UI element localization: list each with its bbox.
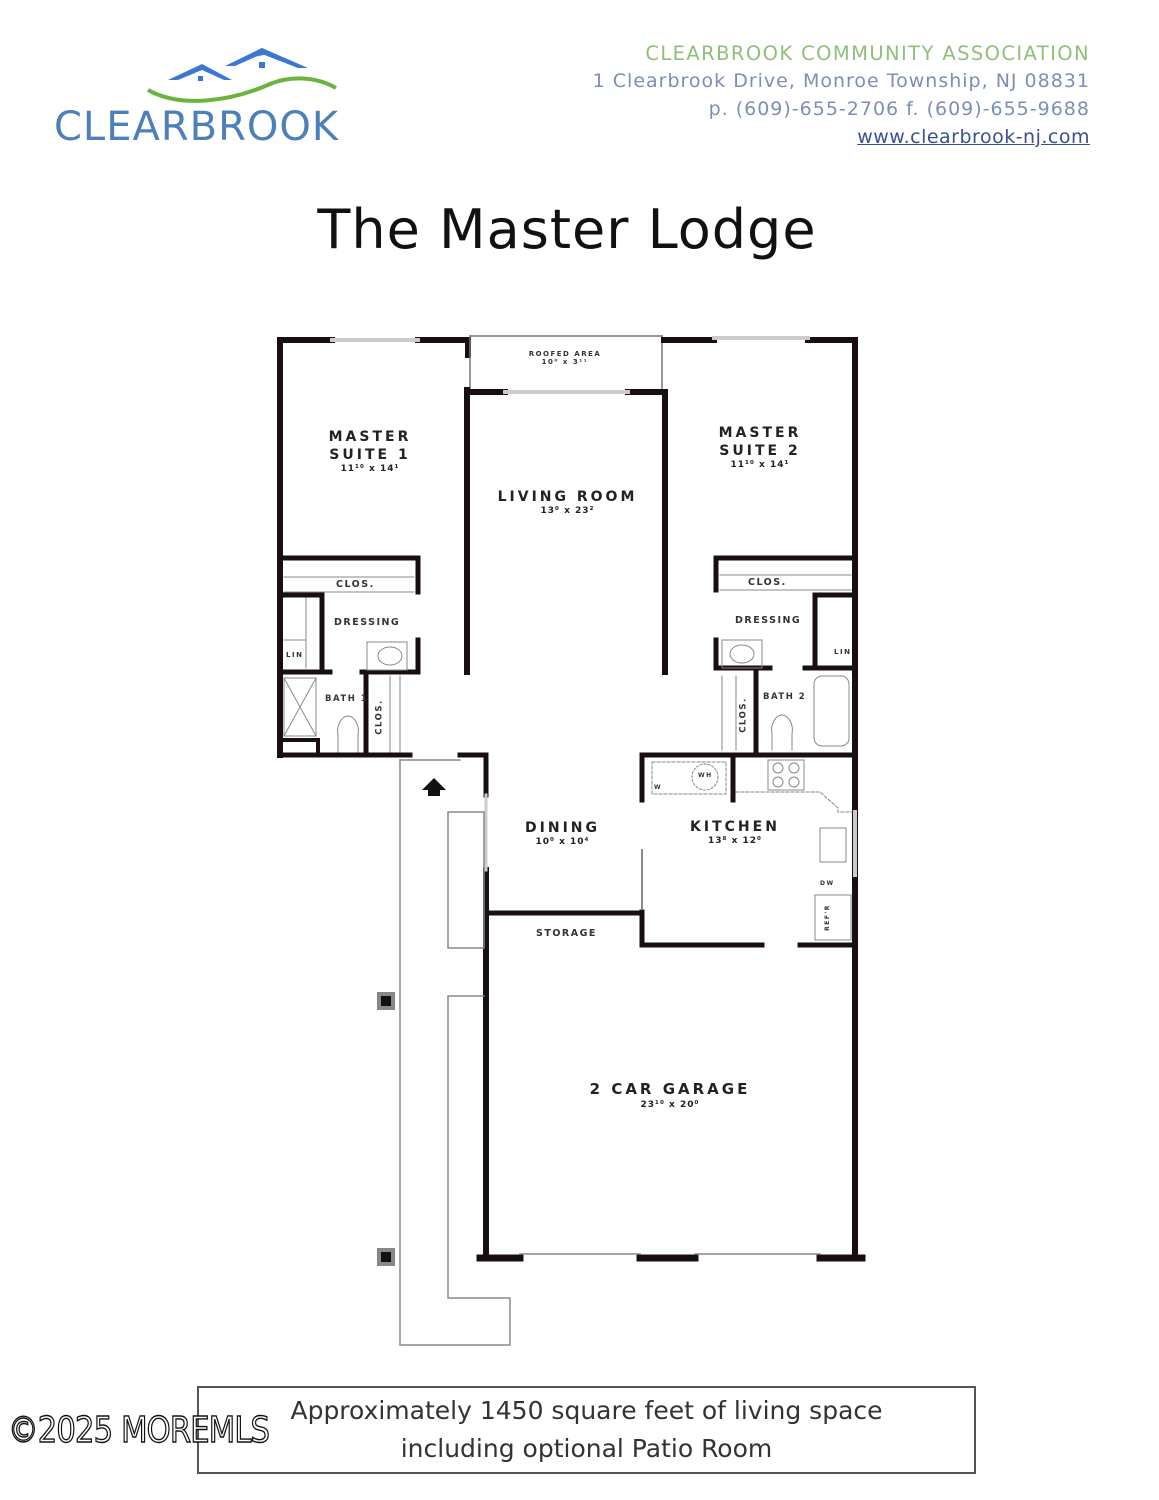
room-dims: 10⁰ x 10⁴	[535, 837, 590, 848]
association-address: 1 Clearbrook Drive, Monroe Township, NJ …	[592, 70, 1090, 92]
room-name: MASTER	[328, 429, 412, 445]
label-bath-1: BATH 1	[325, 694, 369, 704]
label-storage: STORAGE	[536, 928, 597, 939]
association-name: CLEARBROOK COMMUNITY ASSOCIATION	[645, 42, 1090, 65]
label-lin-2: LIN	[834, 648, 852, 656]
room-name: KITCHEN	[690, 819, 780, 835]
page-title: The Master Lodge	[317, 198, 817, 261]
porch-columns	[377, 992, 395, 1266]
room-name: DINING	[525, 820, 600, 836]
label-water-heater: WH	[698, 772, 713, 779]
label-washer: W	[654, 784, 663, 791]
room-name: 2 CAR GARAGE	[589, 1080, 751, 1098]
logo-wordmark: CLEARBROOK	[54, 104, 340, 150]
label-clos-1: CLOS.	[336, 579, 375, 590]
room-name: SUITE 2	[719, 443, 801, 460]
copyright-watermark: ©2025 MOREMLS	[7, 1409, 270, 1451]
room-dining: DINING 10⁰ x 10⁴	[505, 819, 620, 849]
label-dishwasher: DW	[820, 880, 835, 887]
entry-arrow-icon	[422, 778, 446, 796]
room-dims: 10⁰ x 3¹¹	[541, 358, 589, 366]
room-dims: 23¹⁰ x 20⁰	[640, 1099, 700, 1110]
room-name: ROOFED AREA	[528, 350, 602, 358]
room-kitchen: KITCHEN 13⁸ x 12⁰	[675, 818, 795, 848]
room-garage: 2 CAR GARAGE 23¹⁰ x 20⁰	[575, 1080, 765, 1111]
label-bath-2: BATH 2	[763, 692, 807, 702]
association-phone-fax: p. (609)-655-2706 f. (609)-655-9688	[708, 98, 1090, 120]
room-living-room: LIVING ROOM 13⁰ x 23²	[480, 488, 655, 518]
label-clos-2: CLOS.	[748, 577, 787, 588]
room-roofed-area: ROOFED AREA 10⁰ x 3¹¹	[525, 350, 605, 366]
label-clos-2b: CLOS.	[738, 697, 749, 733]
room-master-suite-2: MASTER SUITE 2 11¹⁰ x 14¹	[700, 424, 820, 472]
association-website-link[interactable]: www.clearbrook-nj.com	[857, 126, 1090, 148]
room-dims: 13⁸ x 12⁰	[707, 836, 762, 847]
label-refrigerator: REF'R	[823, 904, 831, 931]
houses-over-wave-icon	[147, 48, 337, 103]
room-dims: 11¹⁰ x 14¹	[730, 460, 790, 471]
label-lin-1: LIN	[286, 651, 304, 659]
label-dressing-1: DRESSING	[334, 617, 401, 628]
room-name: LIVING ROOM	[497, 489, 638, 505]
room-name: SUITE 1	[329, 447, 411, 464]
living-space-line-1: Approximately 1450 square feet of living…	[290, 1396, 883, 1425]
room-name: MASTER	[718, 425, 802, 441]
label-dressing-2: DRESSING	[735, 615, 802, 626]
living-space-note: Approximately 1450 square feet of living…	[197, 1386, 976, 1474]
room-master-suite-1: MASTER SUITE 1 11¹⁰ x 14¹	[310, 428, 430, 476]
room-dims: 11¹⁰ x 14¹	[340, 464, 400, 475]
living-space-line-2: including optional Patio Room	[400, 1434, 773, 1463]
label-clos-1b: CLOS.	[374, 699, 385, 735]
room-dims: 13⁰ x 23²	[540, 506, 595, 517]
